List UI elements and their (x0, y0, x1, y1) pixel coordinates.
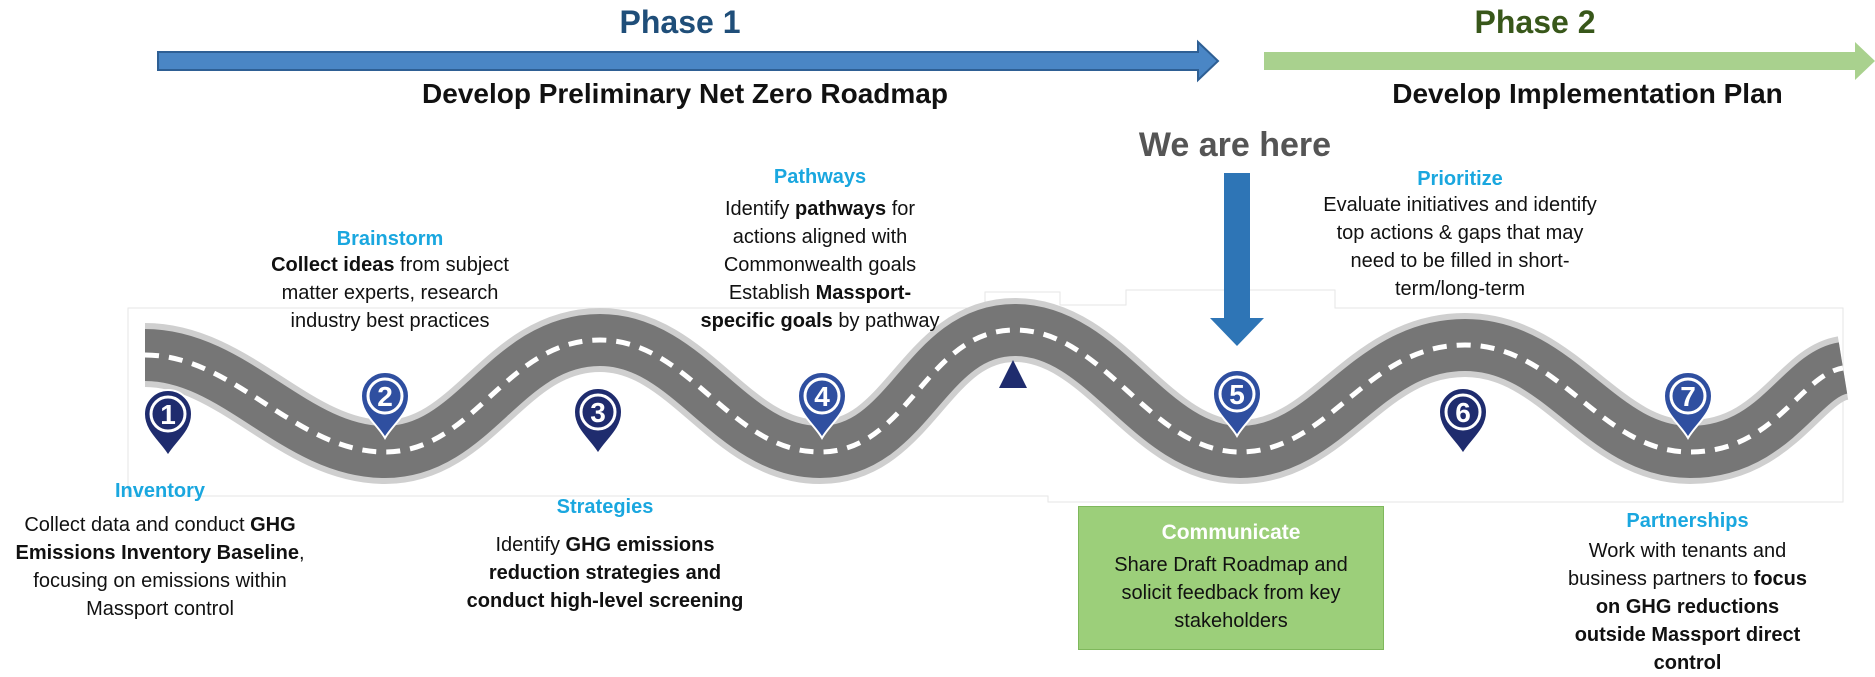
pin-marker-icon (142, 389, 194, 459)
phase1-subtitle: Develop Preliminary Net Zero Roadmap (422, 78, 948, 109)
pin-ring (579, 393, 617, 431)
text-run: Evaluate initiatives and identify top ac… (1323, 194, 1597, 300)
step-pathways: Pathways Identify pathways for actions a… (690, 166, 950, 335)
text-run: Identify (724, 198, 795, 220)
pin-number: 3 (590, 397, 606, 428)
text-run: Collect data and conduct (24, 514, 251, 536)
pin-number: 2 (377, 381, 393, 412)
pin-ring (1669, 377, 1707, 415)
prioritize-text: Evaluate initiatives and identify top ac… (1300, 191, 1620, 303)
step-prioritize: Prioritize Evaluate initiatives and iden… (1300, 168, 1620, 303)
we-are-here-label: We are here (1138, 126, 1332, 164)
inventory-title: Inventory (114, 480, 206, 502)
pin-ring (149, 395, 187, 433)
road-triangle-marker (999, 360, 1027, 388)
step-brainstorm: Brainstorm Collect ideas from subject ma… (240, 228, 540, 335)
text-run: Massport-specific goals (700, 282, 912, 332)
phase1-arrow (157, 39, 1220, 83)
phase2-subtitle: Develop Implementation Plan (1392, 78, 1783, 109)
pin-3: 3 (572, 387, 624, 457)
text-run: from subject matter experts, research in… (281, 254, 509, 332)
step-partnerships: Partnerships Work with tenants and busin… (1555, 510, 1820, 677)
we-are-here-arrow (1210, 173, 1264, 346)
text-run: GHG Emissions Inventory Baseline (15, 514, 299, 564)
brainstorm-text: Collect ideas from subject matter expert… (240, 251, 540, 335)
strategies-text: Identify GHG emissions reduction strateg… (450, 531, 760, 615)
phase1-label: Phase 1 (619, 4, 741, 40)
pin-1: 1 (142, 389, 194, 459)
pin-5: 5 (1211, 369, 1263, 439)
text-run: Collect ideas (271, 254, 395, 276)
pin-marker-icon (1437, 387, 1489, 457)
pin-ring (803, 377, 841, 415)
communicate-title: Communicate (1161, 521, 1301, 544)
pin-7: 7 (1662, 371, 1714, 441)
inventory-text: Collect data and conduct GHG Emissions I… (0, 511, 320, 623)
phase2-arrow (1264, 42, 1875, 80)
brainstorm-title: Brainstorm (336, 228, 444, 250)
road-centerline (144, 327, 1844, 455)
strategies-title: Strategies (556, 496, 654, 518)
pin-4: 4 (796, 371, 848, 441)
pin-ring (1444, 393, 1482, 431)
text-run: , focusing on emissions within Massport … (33, 542, 305, 620)
prioritize-title: Prioritize (1417, 168, 1503, 190)
partnerships-title: Partnerships (1626, 510, 1749, 532)
pathways-title: Pathways (773, 166, 867, 188)
text-run: pathways (794, 198, 887, 220)
pin-number: 6 (1455, 397, 1471, 428)
pin-marker-icon (572, 387, 624, 457)
pin-6: 6 (1437, 387, 1489, 457)
pin-number: 5 (1229, 379, 1245, 410)
location-pins: 1 2 3 4 5 6 7 (142, 369, 1714, 459)
pin-number: 4 (814, 381, 830, 412)
partnerships-text: Work with tenants and business partners … (1555, 537, 1820, 677)
phase-arrows (157, 39, 1875, 83)
text-run: by pathway (832, 310, 940, 332)
pin-ring (366, 377, 404, 415)
phase2-label: Phase 2 (1474, 4, 1596, 40)
pin-number: 1 (160, 399, 176, 430)
text-run: Work with tenants and business partners … (1568, 540, 1787, 590)
communicate-text: Share Draft Roadmap and solicit feedback… (1114, 554, 1348, 632)
pin-2: 2 (359, 371, 411, 441)
step-inventory: Inventory Collect data and conduct GHG E… (0, 480, 320, 623)
text-run: for actions aligned with Commonwealth go… (723, 198, 917, 304)
pin-ring (1218, 375, 1256, 413)
text-run: focus on GHG reductions outside Massport… (1574, 568, 1807, 674)
text-run: GHG emissions reduction strategies and c… (466, 534, 744, 612)
pin-marker-icon (1662, 371, 1714, 441)
step-communicate: Communicate Share Draft Roadmap and soli… (1078, 506, 1384, 650)
pin-marker-icon (359, 371, 411, 441)
pathways-text: Identify pathways for actions aligned wi… (690, 195, 950, 335)
pin-number: 7 (1680, 381, 1696, 412)
step-strategies: Strategies Identify GHG emissions reduct… (450, 496, 760, 615)
pin-marker-icon (1211, 369, 1263, 439)
text-run: Identify (495, 534, 566, 556)
pin-marker-icon (796, 371, 848, 441)
